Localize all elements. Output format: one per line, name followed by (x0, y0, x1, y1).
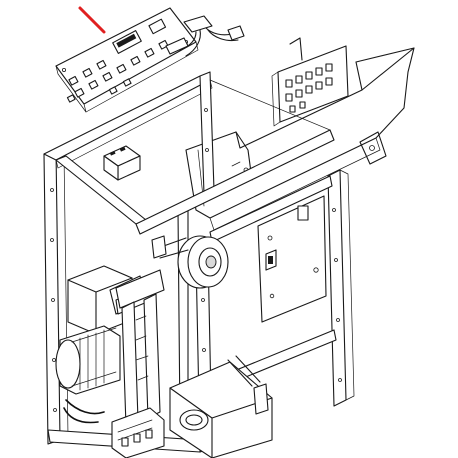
board-components (62, 18, 188, 103)
highlight-pointer (78, 6, 106, 34)
pivot-wheel[interactable] (151, 235, 229, 289)
wire-harness[interactable] (165, 15, 245, 57)
base-tray[interactable] (111, 361, 273, 458)
small-relay-block[interactable] (103, 145, 141, 181)
terminal-blocks (285, 63, 333, 113)
bracket-rail (115, 269, 165, 427)
side-panel[interactable] (257, 195, 327, 323)
upper-terminal-board[interactable] (271, 37, 349, 127)
motor-unit[interactable] (55, 265, 153, 424)
right-lower-frame (227, 355, 269, 415)
control-board[interactable] (55, 7, 199, 113)
